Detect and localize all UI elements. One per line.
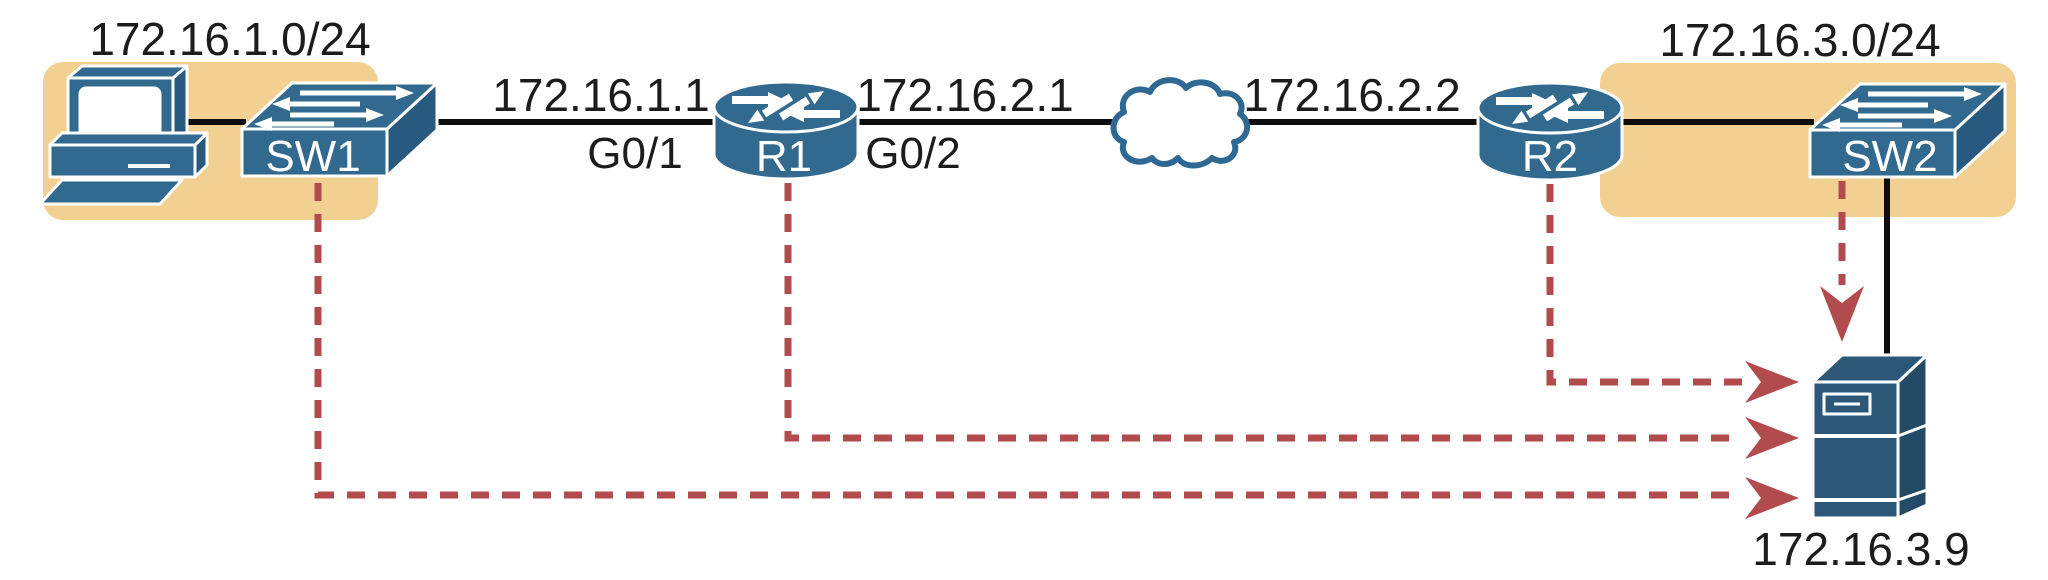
r1-label: R1 bbox=[755, 132, 813, 181]
wan-cloud-icon bbox=[1110, 77, 1251, 169]
flow-r2-to-server bbox=[1546, 184, 1742, 386]
pc-unit-top bbox=[48, 131, 209, 147]
ethernet-links bbox=[173, 119, 1890, 364]
subnet-right-label: 172.16.3.0/24 bbox=[1659, 14, 1941, 66]
sw1-label: SW1 bbox=[265, 132, 361, 181]
r1-router-icon bbox=[712, 80, 860, 181]
message-flow-arrowheads bbox=[1745, 286, 1864, 519]
arrowhead-sw2-flow bbox=[1820, 286, 1864, 342]
sw2-switch-icon bbox=[1808, 82, 2007, 179]
subnet-left-label: 172.16.1.0/24 bbox=[89, 13, 371, 65]
flow-sw1-to-server bbox=[314, 183, 1742, 499]
r1-top bbox=[712, 80, 860, 134]
sw2-front-face bbox=[1808, 128, 1957, 179]
r1-wan-port-label: G0/2 bbox=[865, 129, 961, 178]
r2-router-icon bbox=[1476, 81, 1624, 182]
r2-label: R2 bbox=[1521, 132, 1579, 181]
flow-r1-to-server bbox=[784, 183, 1742, 442]
r2-top bbox=[1476, 81, 1624, 135]
sw1-switch-icon bbox=[240, 81, 439, 178]
server-icon bbox=[1811, 353, 1929, 520]
sw1-front-face bbox=[240, 127, 389, 178]
pc-unit-front bbox=[48, 143, 197, 179]
pc-screen bbox=[78, 86, 162, 138]
pc-monitor-top bbox=[66, 64, 189, 80]
server-drive-slot bbox=[1822, 392, 1872, 416]
server-ip-label: 172.16.3.9 bbox=[1752, 523, 1970, 575]
server-front-face bbox=[1811, 380, 1900, 520]
r1-wan-ip-label: 172.16.2.1 bbox=[856, 69, 1074, 121]
arrowhead-r1-flow bbox=[1745, 417, 1799, 459]
r1-lan-ip-label: 172.16.1.1 bbox=[492, 69, 710, 121]
device-icons bbox=[38, 64, 2007, 206]
pc-icon bbox=[38, 64, 209, 206]
sw2-label: SW2 bbox=[1842, 132, 1938, 181]
pc-keyboard-tray bbox=[38, 178, 184, 206]
arrowhead-r2-flow bbox=[1745, 361, 1799, 403]
message-flow-dashes bbox=[314, 181, 1846, 499]
r2-wan-ip-label: 172.16.2.2 bbox=[1243, 69, 1461, 121]
r1-lan-port-label: G0/1 bbox=[587, 129, 683, 178]
arrowhead-sw1-flow bbox=[1745, 477, 1799, 519]
